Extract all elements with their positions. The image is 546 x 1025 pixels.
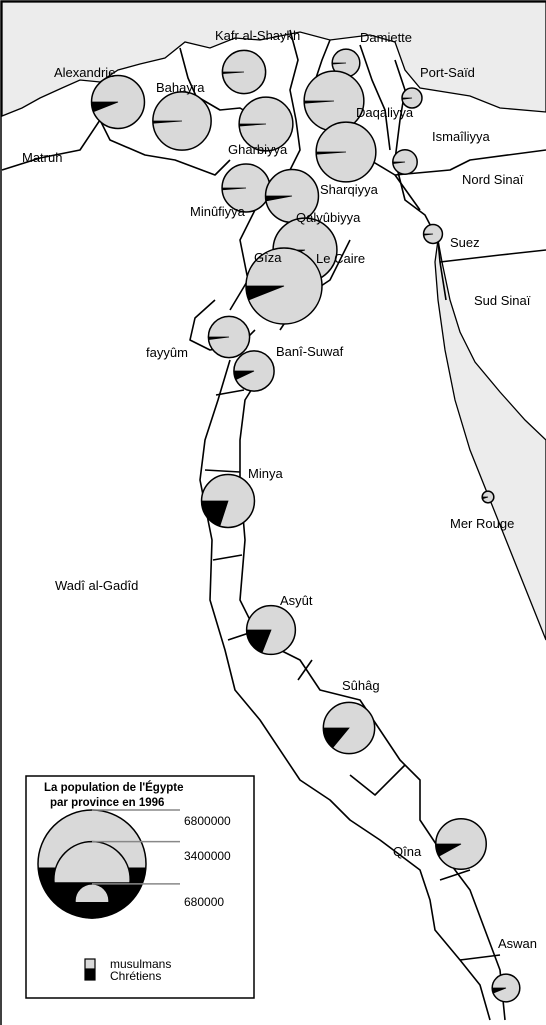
label-nord-sinai: Nord Sinaï (462, 172, 524, 187)
label-qina: Qîna (393, 844, 422, 859)
pie-wedge-minya (201, 500, 229, 527)
pie-wedge-le-caire (245, 285, 285, 301)
province-labels: Kafr al-Shaykh Damiette Alexandrie Port-… (22, 28, 537, 951)
label-sharqiyya: Sharqiyya (320, 182, 379, 197)
label-fayyum: fayyûm (146, 345, 188, 360)
label-le-caire: Le Caire (316, 251, 365, 266)
legend-segment-small (74, 902, 110, 918)
label-bahayra: Bahayra (156, 80, 205, 95)
pie-wedge-alexandrie (91, 101, 119, 113)
legend-label-christians: Chrétiens (110, 969, 161, 983)
red-sea (434, 239, 546, 641)
legend-scale-label-medium: 3400000 (184, 849, 231, 863)
pie-wedge-qalyubiyya (265, 195, 293, 202)
pie-wedge-sharqiyya (315, 151, 347, 155)
label-damiette: Damiette (360, 30, 412, 45)
legend-scale-label-large: 6800000 (184, 814, 231, 828)
pie-wedge-aswan (491, 987, 507, 994)
label-suhag: Sûhâg (342, 678, 380, 693)
pie-wedge-suez (423, 233, 434, 236)
legend-title-line2: par province en 1996 (50, 797, 164, 809)
pie-wedge-damiette (331, 62, 347, 65)
pie-wedge-port-said (401, 97, 413, 100)
legend-scale-label-small: 680000 (184, 895, 224, 909)
pie-wedge-gharbiyya (238, 123, 267, 127)
legend-swatch-christians (84, 969, 96, 981)
label-matruh: Matruh (22, 150, 62, 165)
pie-wedge-daqaliyya (303, 100, 335, 104)
legend-label-muslims: musulmans (110, 957, 171, 971)
label-giza: Gîza (254, 250, 282, 265)
label-kafr: Kafr al-Shaykh (215, 28, 300, 43)
pie-wedge-asyut (246, 629, 272, 654)
pie-wedge-bani-suwaf (233, 370, 255, 381)
legend-title-line1: La population de l'Égypte (44, 781, 183, 794)
pie-wedge-ismailiyya (392, 161, 406, 164)
pie-wedge-kafr (221, 71, 245, 75)
label-alexandrie: Alexandrie (54, 65, 115, 80)
legend: La population de l'Égypte par province e… (25, 775, 255, 999)
label-minya: Minya (248, 466, 283, 481)
label-daqaliyya: Daqaliyya (356, 105, 414, 120)
pie-wedge-minufiyya (221, 187, 247, 191)
label-asyut: Asyût (280, 593, 313, 608)
label-suez: Suez (450, 235, 480, 250)
pie-wedge-suhag (322, 727, 350, 749)
label-qalyubiyya: Qalyûbiyya (296, 210, 361, 225)
mediterranean-sea (1, 1, 546, 117)
legend-swatch-muslims (84, 958, 96, 970)
pie-wedge-qina (435, 843, 462, 857)
label-bani-suwaf: Banî-Suwaf (276, 344, 344, 359)
label-minufiyya: Minûfiyya (190, 204, 246, 219)
label-ismailiyya: Ismaîliyya (432, 129, 491, 144)
label-aswan: Aswan (498, 936, 537, 951)
pie-wedge-bahayra (152, 120, 183, 124)
pie-wedge-mer-rouge-gov (481, 496, 489, 500)
label-wadi: Wadî al-Gadîd (55, 578, 138, 593)
label-mer-rouge: Mer Rouge (450, 516, 514, 531)
label-sud-sinai: Sud Sinaï (474, 293, 531, 308)
province-pies (90, 48, 521, 1003)
pie-wedge-fayyum (207, 336, 230, 341)
legend-scale-circles (37, 809, 180, 919)
label-gharbiyya: Gharbiyya (228, 142, 288, 157)
label-port-said: Port-Saïd (420, 65, 475, 80)
